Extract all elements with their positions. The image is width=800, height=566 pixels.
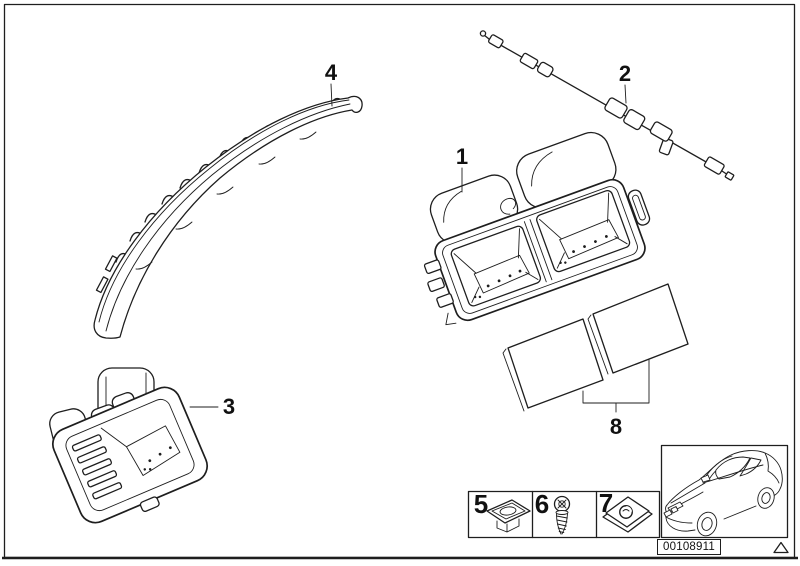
part-drawing-bowden-cable [479, 30, 735, 181]
callout-4[interactable]: 4 [324, 60, 338, 85]
retaining-clip-icon [486, 499, 531, 533]
image-number-text: 00108911 [663, 541, 715, 553]
callout-3[interactable]: 3 [222, 394, 236, 419]
callout-2[interactable]: 2 [618, 61, 632, 86]
bmw-car-icon [663, 450, 783, 537]
part-drawing-adhesive-pads [502, 283, 689, 412]
callout-8[interactable]: 8 [609, 414, 623, 439]
sheet-metal-nut-icon [602, 496, 653, 533]
image-number-stamp: 00108911 [657, 539, 721, 555]
part-drawing-trim-strip [93, 95, 363, 339]
legend-label-6[interactable]: 6 [534, 489, 550, 519]
self-tapping-screw-icon [553, 495, 571, 535]
legend-label-5[interactable]: 5 [473, 489, 489, 519]
part-drawing-side-air-vent [49, 367, 209, 524]
legend-label-7[interactable]: 7 [598, 488, 614, 518]
triangle-outline-icon [773, 541, 789, 554]
callout-1[interactable]: 1 [455, 144, 469, 169]
page-border [2, 3, 798, 560]
part-drawing-center-air-vent [423, 131, 651, 326]
callout-leader-lines [189, 83, 650, 413]
